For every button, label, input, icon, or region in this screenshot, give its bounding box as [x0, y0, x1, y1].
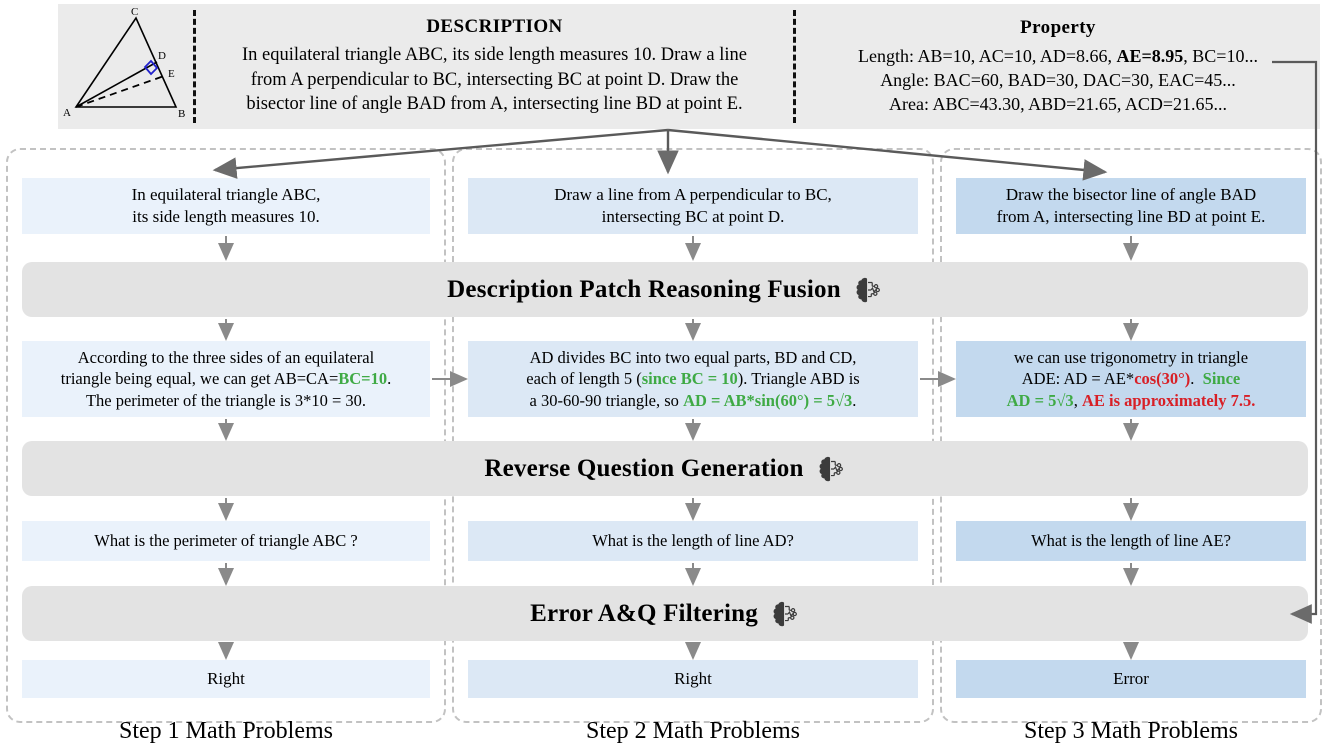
- question-text-step-1: What is the perimeter of triangle ABC ?: [94, 531, 358, 551]
- description-text: In equilateral triangle ABC, its side le…: [242, 43, 747, 116]
- patch-text-step-1: In equilateral triangle ABC,its side len…: [131, 184, 321, 226]
- property-ae-highlight: AE=8.95: [1116, 45, 1184, 66]
- header-divider-left: [193, 10, 196, 123]
- property-length-suffix: , BC=10...: [1183, 45, 1258, 66]
- question-box-step-3: What is the length of line AE?: [956, 521, 1306, 561]
- description-line-1: In equilateral triangle ABC, its side le…: [241, 45, 748, 66]
- step-caption-1: Step 1 Math Problems: [119, 718, 333, 744]
- question-text-step-3: What is the length of line AE?: [1031, 531, 1231, 551]
- svg-text:A: A: [63, 107, 71, 119]
- reasoning-highlight-bc10: BC=10: [338, 369, 388, 389]
- property-title: Property: [1020, 16, 1096, 38]
- reasoning-highlight-since-bc: since BC = 10: [641, 369, 738, 389]
- column-frame-step-3: [940, 148, 1322, 723]
- reasoning-box-step-1: According to the three sides of an equil…: [22, 341, 430, 417]
- question-text-step-2: What is the length of line AD?: [592, 531, 794, 551]
- brain-icon: [853, 275, 883, 305]
- description-title: DESCRIPTION: [426, 16, 563, 38]
- property-panel: Property Length: AB=10, AC=10, AD=8.66, …: [796, 4, 1320, 129]
- reasoning-box-step-2: AD divides BC into two equal parts, BD a…: [468, 341, 918, 417]
- svg-text:B: B: [178, 108, 185, 120]
- verdict-text-step-2: Right: [674, 668, 712, 688]
- property-angle-line: Angle: BAC=60, BAD=30, DAC=30, EAC=45...: [880, 69, 1236, 90]
- patch-box-step-1: In equilateral triangle ABC,its side len…: [22, 178, 430, 234]
- reasoning-highlight-ad-formula: AD = AB*sin(60°) = 5√3: [683, 390, 853, 410]
- svg-text:C: C: [131, 6, 138, 18]
- question-box-step-1: What is the perimeter of triangle ABC ?: [22, 521, 430, 561]
- patch-box-step-2: Draw a line from A perpendicular to BC,i…: [468, 178, 918, 234]
- svg-text:E: E: [168, 68, 175, 80]
- reasoning-sep: ,: [1073, 390, 1082, 410]
- triangle-figure: C D E A B: [58, 4, 193, 129]
- description-line-3: bisector line of angle BAD from A, inter…: [246, 94, 743, 115]
- reasoning-highlight-ad-value: AD = 5√3: [1006, 390, 1074, 410]
- property-area-line: Area: ABC=43.30, ABD=21.65, ACD=21.65...: [889, 94, 1227, 115]
- svg-text:D: D: [158, 50, 166, 62]
- banner-label-3: Error A&Q Filtering: [530, 599, 758, 627]
- header-strip: C D E A B DESCRIPTION In equilateral tri…: [58, 4, 1320, 129]
- reasoning-text-step-2: AD divides BC into two equal parts, BD a…: [526, 347, 860, 410]
- brain-icon: [816, 454, 846, 484]
- reasoning-highlight-ae-approx: AE is approximately 7.5.: [1081, 390, 1256, 410]
- banner-label-2: Reverse Question Generation: [484, 454, 804, 482]
- brain-icon: [770, 599, 800, 629]
- verdict-box-step-2: Right: [468, 660, 918, 698]
- description-panel: DESCRIPTION In equilateral triangle ABC,…: [196, 4, 793, 129]
- verdict-text-step-1: Right: [207, 668, 245, 688]
- step-caption-3: Step 3 Math Problems: [1024, 718, 1238, 744]
- property-length-line: Length: AB=10, AC=10, AD=8.66, AE=8.95, …: [858, 44, 1258, 68]
- header-divider-right: [793, 10, 796, 123]
- banner-reverse-question-generation: Reverse Question Generation: [22, 441, 1308, 496]
- verdict-text-step-3: Error: [1113, 668, 1149, 688]
- banner-description-patch-reasoning-fusion: Description Patch Reasoning Fusion: [22, 262, 1308, 317]
- patch-text-step-2: Draw a line from A perpendicular to BC,i…: [554, 184, 832, 226]
- question-box-step-2: What is the length of line AD?: [468, 521, 918, 561]
- reasoning-text-step-1: According to the three sides of an equil…: [60, 347, 392, 410]
- description-line-2: from A perpendicular to BC, intersecting…: [250, 69, 739, 90]
- verdict-box-step-3: Error: [956, 660, 1306, 698]
- step-caption-2: Step 2 Math Problems: [586, 718, 800, 744]
- reasoning-highlight-cos30: cos(30°): [1134, 369, 1191, 389]
- banner-label-1: Description Patch Reasoning Fusion: [447, 275, 841, 303]
- banner-error-aq-filtering: Error A&Q Filtering: [22, 586, 1308, 641]
- reasoning-highlight-since-ad: Since: [1202, 369, 1241, 389]
- property-length-prefix: Length: AB=10, AC=10, AD=8.66,: [858, 45, 1117, 66]
- verdict-box-step-1: Right: [22, 660, 430, 698]
